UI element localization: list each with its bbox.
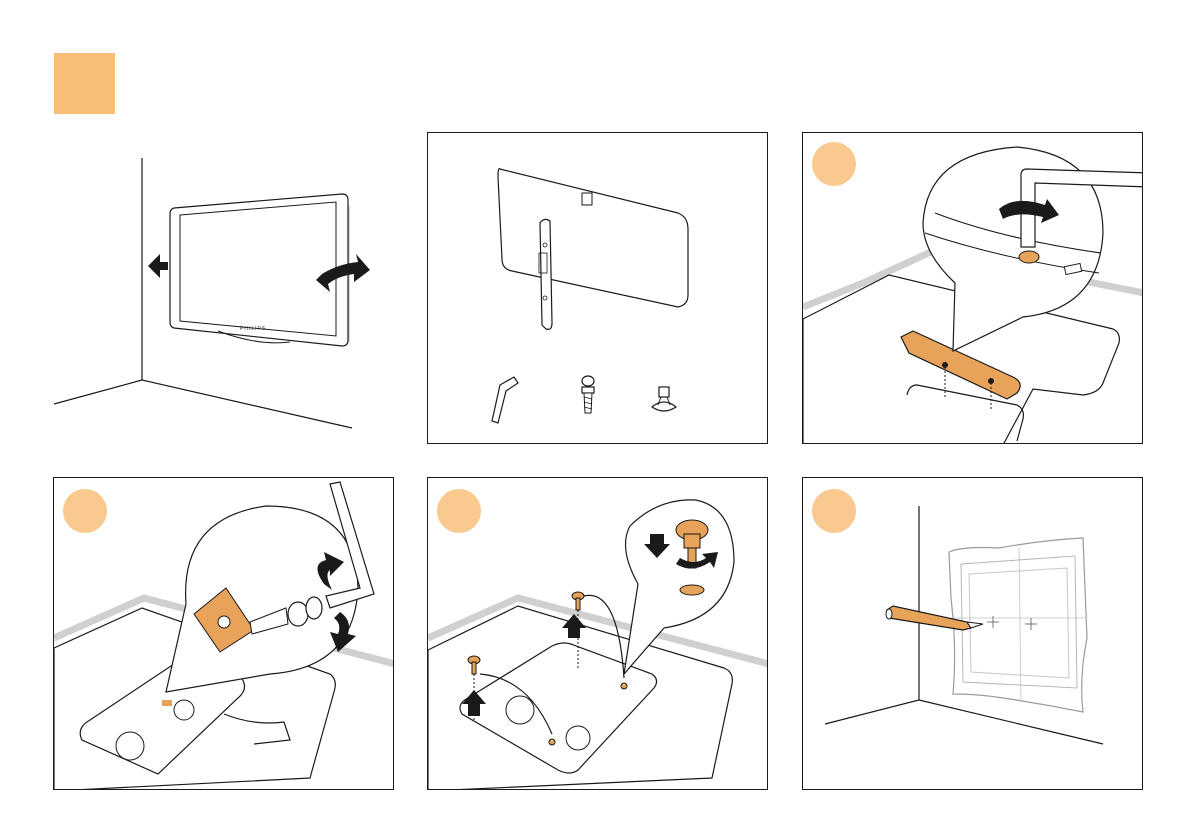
panel-fasten-screws — [427, 477, 768, 790]
panel-attach-bracket-bolt — [53, 477, 394, 790]
spacer-icon — [652, 387, 676, 411]
panel-kit-contents — [427, 132, 768, 444]
bolt-icon — [582, 376, 594, 413]
panel-remove-stand-screws — [802, 132, 1143, 444]
illustration-tv-clearance: PHILIPS — [40, 150, 380, 440]
allen-key-icon — [492, 377, 518, 423]
panel-mark-wall-template — [802, 477, 1143, 790]
tv-brand-label: PHILIPS — [240, 326, 266, 332]
left-arrow-icon — [148, 254, 168, 278]
step-marker — [54, 53, 115, 114]
tv-illustration: PHILIPS — [170, 194, 348, 346]
